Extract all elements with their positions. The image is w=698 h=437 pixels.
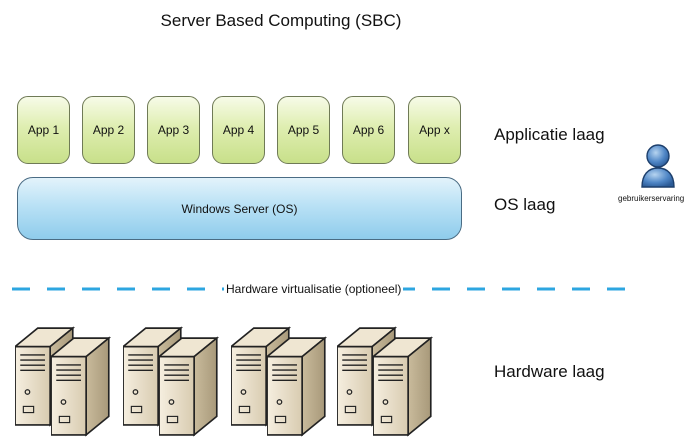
app-box: App 4 xyxy=(212,96,265,164)
app-box: App x xyxy=(408,96,461,164)
app-box: App 5 xyxy=(277,96,330,164)
app-box: App 2 xyxy=(82,96,135,164)
virtualization-label: Hardware virtualisatie (optioneel) xyxy=(224,282,404,296)
os-layer-label: OS laag xyxy=(494,195,556,214)
os-layer-box: Windows Server (OS) xyxy=(17,177,462,240)
server-icon xyxy=(231,327,326,436)
application-layer-label: Applicatie laag xyxy=(494,125,605,144)
server-icon xyxy=(337,327,432,436)
app-box: App 3 xyxy=(147,96,200,164)
hardware-layer-label: Hardware laag xyxy=(494,362,605,381)
user-icon xyxy=(641,144,675,188)
user-experience-label: gebruikerservaring xyxy=(618,194,685,203)
hardware-layer xyxy=(15,320,445,437)
app-box: App 1 xyxy=(17,96,70,164)
server-icon xyxy=(123,327,218,436)
diagram-title: Server Based Computing (SBC) xyxy=(160,11,402,30)
application-layer: App 1 App 2 App 3 App 4 App 5 App 6 App … xyxy=(17,96,462,164)
server-icon xyxy=(15,327,110,436)
app-box: App 6 xyxy=(342,96,395,164)
